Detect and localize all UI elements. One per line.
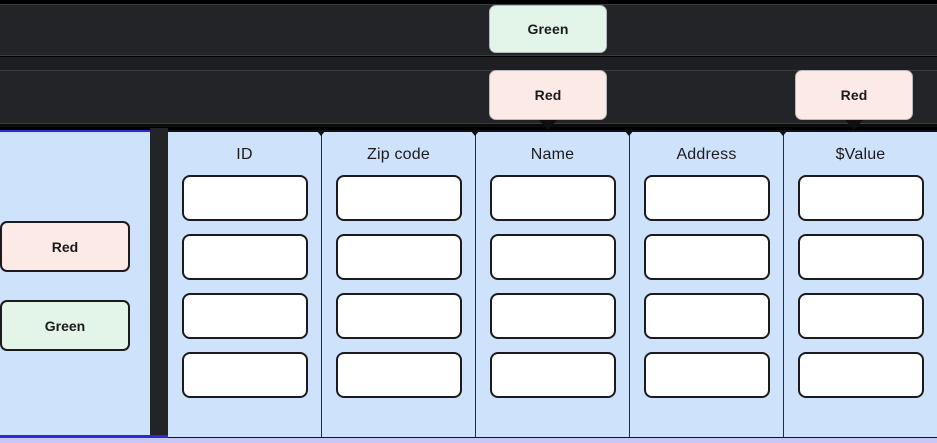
header-bar-gap xyxy=(0,57,937,71)
table-cell[interactable] xyxy=(643,352,770,398)
table-column-name: Name xyxy=(476,130,634,439)
header-divider-rule xyxy=(0,124,937,127)
table-cell[interactable] xyxy=(181,293,308,339)
table-column-zip-code: Zip code xyxy=(322,130,480,439)
column-divider-notch-icon xyxy=(316,130,326,136)
column-cells xyxy=(630,175,783,398)
annotation-chip-red-middle[interactable]: Red xyxy=(489,70,607,120)
table-cell[interactable] xyxy=(797,352,924,398)
column-cells xyxy=(784,175,937,398)
left-side-panel xyxy=(0,130,150,437)
column-cells xyxy=(476,175,629,398)
annotation-chip-label: Red xyxy=(534,87,562,103)
annotation-chip-label: Red xyxy=(51,238,79,255)
column-divider-notch-icon xyxy=(470,130,480,136)
table-column-address: Address xyxy=(630,130,788,439)
annotation-chip-red-right[interactable]: Red xyxy=(795,70,913,120)
table-cell[interactable] xyxy=(643,175,770,221)
table-column-id: ID xyxy=(168,130,326,439)
annotation-chip-label: Green xyxy=(44,317,86,334)
column-cells xyxy=(168,175,321,398)
table-column-value: $Value xyxy=(784,132,937,439)
table-cell[interactable] xyxy=(181,175,308,221)
annotation-chip-side-red[interactable]: Red xyxy=(0,221,130,272)
column-header: Zip code xyxy=(367,146,430,163)
column-header: Address xyxy=(676,146,737,163)
table-cell[interactable] xyxy=(489,234,616,280)
table-cell[interactable] xyxy=(643,293,770,339)
page-bottom-rule xyxy=(0,438,937,443)
table-cell[interactable] xyxy=(797,234,924,280)
table-cell[interactable] xyxy=(489,175,616,221)
header-bar-row-1 xyxy=(0,4,937,56)
table-cell[interactable] xyxy=(335,293,462,339)
table-cell[interactable] xyxy=(181,352,308,398)
panel-table-gutter xyxy=(150,128,168,441)
annotation-chip-green-top[interactable]: Green xyxy=(489,5,607,53)
column-divider-notch-icon xyxy=(624,130,634,136)
table-cell[interactable] xyxy=(643,234,770,280)
annotation-pointer-arrow-icon xyxy=(539,120,557,130)
data-table: ID Zip code Name xyxy=(168,130,937,439)
table-cell[interactable] xyxy=(335,352,462,398)
annotation-pointer-arrow-icon xyxy=(845,120,863,130)
table-cell[interactable] xyxy=(797,293,924,339)
annotation-chip-side-green[interactable]: Green xyxy=(0,300,130,351)
table-cell[interactable] xyxy=(335,234,462,280)
table-cell[interactable] xyxy=(489,352,616,398)
column-divider-notch-icon xyxy=(778,130,788,136)
column-header: Name xyxy=(530,146,575,163)
column-cells xyxy=(322,175,475,398)
table-cell[interactable] xyxy=(335,175,462,221)
header-bar-row-2 xyxy=(0,70,937,124)
panel-bottom-rule xyxy=(0,435,168,438)
table-cell[interactable] xyxy=(489,293,616,339)
column-header: $Value xyxy=(835,146,886,163)
column-header: ID xyxy=(236,146,253,163)
annotation-chip-label: Green xyxy=(527,21,569,37)
table-cell[interactable] xyxy=(797,175,924,221)
annotation-chip-label: Red xyxy=(840,87,868,103)
table-cell[interactable] xyxy=(181,234,308,280)
